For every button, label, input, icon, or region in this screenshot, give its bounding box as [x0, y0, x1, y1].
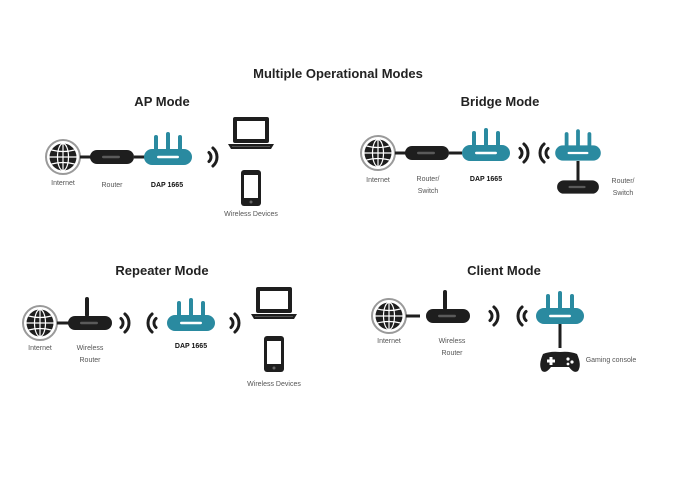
ap-internet-label: Internet: [51, 180, 75, 187]
bridge-switch-label-1: Switch: [417, 188, 439, 195]
client-wifi-waves-left-icon: [516, 305, 528, 327]
bridge-internet-label: Internet: [366, 177, 390, 184]
client-router-label: Router: [441, 350, 463, 357]
repeater-device-label: DAP 1665: [174, 343, 208, 350]
client-globe-icon: [371, 298, 407, 334]
repeater-router-label: Router: [79, 357, 101, 364]
ap-globe-icon: [45, 139, 81, 175]
repeater-mode-title: Repeater Mode: [115, 263, 209, 278]
client-mode-title: Client Mode: [467, 263, 541, 278]
repeater-wireless-devices-label: Wireless Devices: [247, 381, 301, 388]
ap-mode-title: AP Mode: [134, 94, 190, 109]
bridge-router-label-2: Router/: [611, 178, 635, 185]
repeater-wifi-waves-out-icon: [229, 312, 241, 334]
client-wifi-waves-right-icon: [488, 305, 500, 327]
repeater-wifi-waves-right-icon: [119, 312, 131, 334]
bridge-switch-label-2: Switch: [612, 190, 634, 197]
repeater-wireless-router-icon: [68, 297, 112, 330]
repeater-phone-icon: [264, 336, 284, 372]
repeater-wireless-label: Wireless: [76, 345, 104, 352]
bridge-remote-dap-icon: [555, 129, 601, 161]
repeater-globe-icon: [22, 305, 58, 341]
ap-device-label: DAP 1665: [150, 182, 184, 189]
ap-wifi-waves-icon: [207, 146, 219, 168]
repeater-laptop-icon: [250, 286, 298, 320]
client-dap-device-icon: [536, 291, 584, 324]
client-console-label: Gaming console: [585, 357, 637, 364]
page-title: Multiple Operational Modes: [253, 66, 423, 81]
bridge-wifi-waves-right-icon: [518, 142, 530, 164]
gaming-console-icon: [540, 351, 580, 372]
ap-laptop-icon: [227, 116, 275, 150]
bridge-device-label: DAP 1665: [469, 176, 503, 183]
bridge-router-icon: [405, 146, 449, 160]
ap-dap-device-icon: [144, 132, 192, 165]
ap-wireless-devices-label: Wireless Devices: [224, 211, 278, 218]
bridge-wifi-waves-left-icon: [538, 142, 550, 164]
client-internet-label: Internet: [377, 338, 401, 345]
ap-router-label: Router: [101, 182, 123, 189]
client-wireless-label: Wireless: [438, 338, 466, 345]
repeater-wifi-waves-left-icon: [146, 312, 158, 334]
bridge-globe-icon: [360, 135, 396, 171]
bridge-mode-title: Bridge Mode: [460, 94, 540, 109]
ap-phone-icon: [241, 170, 261, 206]
repeater-internet-label: Internet: [28, 345, 52, 352]
bridge-router-label-1: Router/: [416, 176, 440, 183]
ap-router-icon: [90, 150, 134, 164]
bridge-dap-device-icon: [462, 128, 510, 161]
client-wireless-router-icon: [426, 290, 470, 323]
bridge-router-2-icon: [557, 180, 599, 194]
repeater-dap-device-icon: [167, 298, 215, 331]
